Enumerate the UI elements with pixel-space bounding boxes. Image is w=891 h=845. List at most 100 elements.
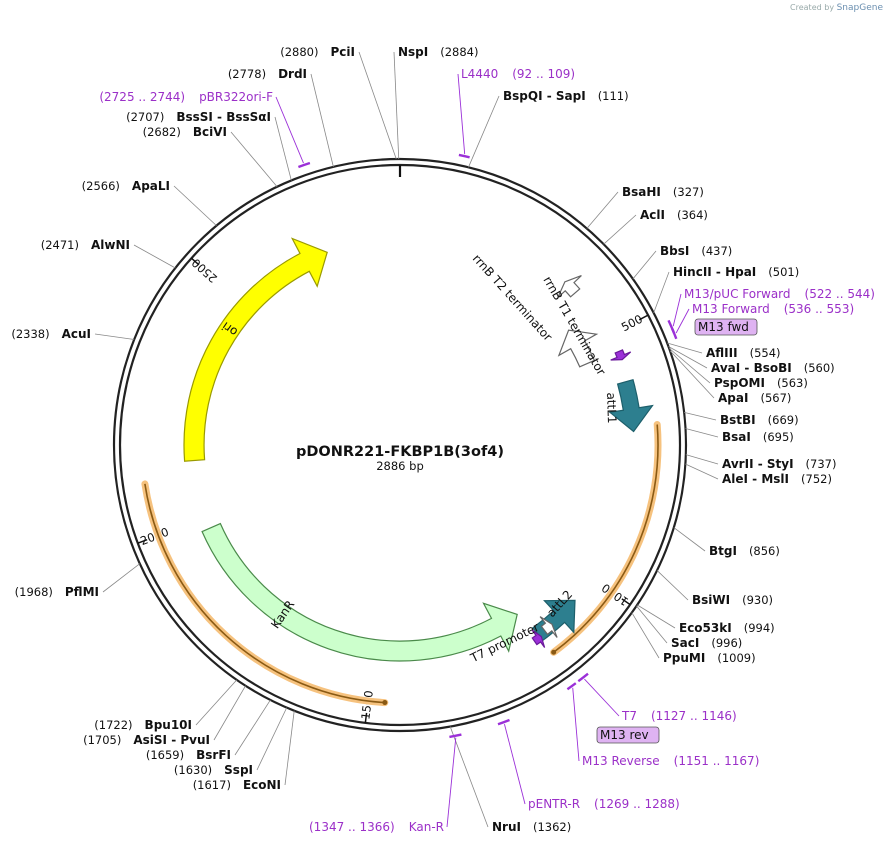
enzyme-position: (737) <box>806 457 837 471</box>
primer-name: T7 <box>621 709 637 723</box>
enzyme-name: PpuMI <box>663 651 705 665</box>
enzyme-site-eco53ki[interactable]: Eco53kI(994) <box>636 604 775 635</box>
enzyme-site-avrii-styi[interactable]: AvrII - StyI(737) <box>685 454 837 471</box>
enzyme-site-nspi[interactable]: NspI(2884) <box>393 45 479 160</box>
enzyme-site-alei-msli[interactable]: AleI - MslI(752) <box>685 463 832 486</box>
enzyme-leader <box>102 563 141 593</box>
enzyme-site-apai[interactable]: ApaI(567) <box>669 350 791 405</box>
enzyme-site-acli[interactable]: AclI(364) <box>603 208 708 245</box>
credit-prefix: Created by <box>790 3 835 12</box>
enzyme-name: HincII - HpaI <box>673 265 756 279</box>
enzyme-site-saci[interactable]: SacI (996) <box>636 605 742 650</box>
enzyme-position: (996) <box>711 636 742 650</box>
enzyme-name: AclI <box>640 208 665 222</box>
primer-pentr-r[interactable]: pENTR-R(1269 .. 1288) <box>497 718 680 811</box>
enzyme-site-bbsi[interactable]: BbsI(437) <box>632 244 732 280</box>
primer-l4440[interactable]: L4440(92 .. 109) <box>457 67 575 159</box>
feature-arrow-kanr[interactable] <box>201 522 518 662</box>
primer-kan-r[interactable]: Kan-R(1347 .. 1366) <box>309 733 462 834</box>
tick-mark-1500 <box>364 712 368 723</box>
enzyme-leader <box>636 605 668 644</box>
feature-arrow-ori[interactable] <box>183 237 328 462</box>
enzyme-site-bpu10i[interactable]: Bpu10I(1722) <box>94 679 238 732</box>
primer-name: L4440 <box>461 67 498 81</box>
enzyme-site-bsssi-bsss-i[interactable]: BssSI - BssSαI(2707) <box>126 110 292 181</box>
enzyme-leader <box>256 707 288 771</box>
feature-arrow-attl1[interactable] <box>608 378 654 433</box>
feature-arrow-t7-promoter[interactable] <box>539 616 558 638</box>
enzyme-name: AvaI - BsoBI <box>711 361 792 375</box>
boxed-label-m13-rev[interactable]: M13 rev <box>596 726 660 744</box>
enzyme-position: (567) <box>760 391 791 405</box>
tick-label-500: 500 <box>619 312 645 335</box>
tick-mark-1000 <box>621 598 631 606</box>
enzyme-name: SacI <box>671 636 699 650</box>
enzyme-site-apali[interactable]: ApaLI(2566) <box>82 179 217 226</box>
enzyme-leader <box>468 95 500 168</box>
highlight-arc-end-1 <box>382 700 388 706</box>
enzyme-site-pcii[interactable]: PciI(2880) <box>280 45 397 160</box>
enzyme-site-hincii-hpai[interactable]: HincII - HpaI(501) <box>653 265 800 314</box>
primer-pbr322ori-f[interactable]: pBR322ori-F(2725 .. 2744) <box>99 90 311 169</box>
enzyme-leader <box>449 726 489 828</box>
credit-brand: SnapGene <box>836 3 883 13</box>
enzyme-position: (2471) <box>41 238 79 252</box>
enzyme-leader <box>673 527 706 552</box>
enzyme-site-alwni[interactable]: AlwNI(2471) <box>41 238 176 269</box>
enzyme-site-bsrfi[interactable]: BsrFI(1659) <box>146 699 271 762</box>
enzyme-position: (994) <box>744 621 775 635</box>
feature-arrow-rrnb-t1-terminator[interactable] <box>557 329 599 368</box>
enzyme-site-sspi[interactable]: SspI(1630) <box>174 707 288 777</box>
enzyme-position: (695) <box>763 430 794 444</box>
boxed-label-bg <box>694 318 758 336</box>
enzyme-site-econi[interactable]: EcoNI(1617) <box>193 710 295 792</box>
enzyme-position: (1009) <box>717 651 755 665</box>
enzyme-position: (1659) <box>146 748 184 762</box>
enzyme-site-bstbi[interactable]: BstBI(669) <box>684 411 799 427</box>
feature-arrow-m13-rev[interactable] <box>531 629 546 648</box>
enzyme-name: BbsI <box>660 244 689 258</box>
enzyme-site-asisi-pvui[interactable]: AsiSI - PvuI(1705) <box>83 685 246 747</box>
enzyme-site-drdi[interactable]: DrdI (2778) <box>228 67 334 167</box>
feature-arrow-m13-fwd[interactable] <box>610 349 632 361</box>
enzyme-name: BsiWI <box>692 593 730 607</box>
enzyme-site-bcivi[interactable]: BciVI(2682) <box>143 125 278 188</box>
enzyme-name: AsiSI - PvuI <box>133 733 210 747</box>
feature-arrow-rrnb-t2-terminator[interactable] <box>557 275 582 299</box>
enzyme-position: (2778) <box>228 67 266 81</box>
primer-range: (522 .. 544) <box>805 287 875 301</box>
primer-bar <box>566 682 577 691</box>
primer-m13-forward[interactable]: M13 Forward (536 .. 553) <box>671 302 854 340</box>
enzyme-site-avai-bsobi[interactable]: AvaI - BsoBI(560) <box>668 346 835 375</box>
enzyme-leader <box>685 428 719 438</box>
highlight-arc-line-0 <box>553 424 659 653</box>
boxed-label-m13-fwd[interactable]: M13 fwd <box>694 318 758 336</box>
enzyme-site-bspqi-sapi[interactable]: BspQI - SapI(111) <box>468 89 629 168</box>
boxed-label-text: M13 rev <box>600 728 649 742</box>
enzyme-site-btgi[interactable]: BtgI(856) <box>673 527 780 558</box>
primer-t7[interactable]: T7 (1127 .. 1146) <box>577 672 737 723</box>
enzyme-site-ppumi[interactable]: PpuMI (1009) <box>631 612 756 665</box>
enzyme-site-pspomi[interactable]: PspOMI(563) <box>668 347 808 390</box>
primer-name: M13 Forward <box>692 302 770 316</box>
primer-range: (536 .. 553) <box>784 302 854 316</box>
enzyme-name: BstBI <box>720 413 756 427</box>
enzyme-site-pflmi[interactable]: PflMI(1968) <box>15 563 141 599</box>
primer-leader <box>504 723 526 805</box>
primer-leader <box>672 293 682 327</box>
enzyme-site-bsai[interactable]: BsaI(695) <box>685 428 794 444</box>
enzyme-position: (1968) <box>15 585 53 599</box>
enzyme-site-nrui[interactable]: NruI(1362) <box>449 726 571 834</box>
enzyme-site-afliii[interactable]: AflIII(554) <box>667 342 781 360</box>
primer-m13-puc-forward[interactable]: M13/pUC Forward (522 .. 544) <box>667 287 875 334</box>
enzyme-site-acui[interactable]: AcuI(2338) <box>11 327 135 341</box>
primer-range: (1127 .. 1146) <box>651 709 737 723</box>
enzyme-name: DrdI <box>278 67 307 81</box>
enzyme-site-bsahi[interactable]: BsaHI(327) <box>586 185 704 229</box>
primer-bar <box>449 733 462 739</box>
primer-m13-reverse[interactable]: M13 Reverse(1151 .. 1167) <box>566 682 759 768</box>
enzyme-leader <box>684 411 717 421</box>
plasmid-size: 2886 bp <box>376 459 424 473</box>
enzyme-site-bsiwi[interactable]: BsiWI(930) <box>656 570 773 607</box>
primer-name: M13/pUC Forward <box>684 287 791 301</box>
